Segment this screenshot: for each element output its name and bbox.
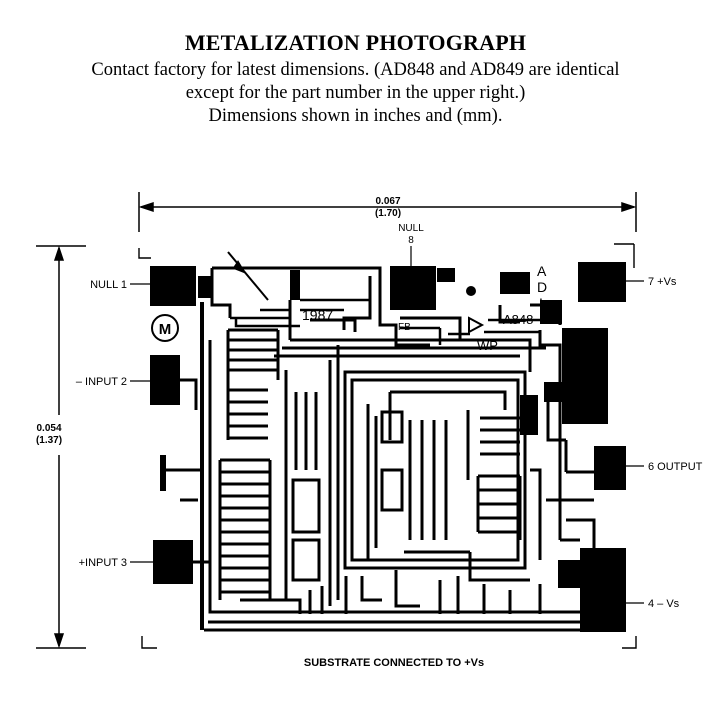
die-wp-marking: WP <box>477 338 498 353</box>
die-fb-marking: FB <box>398 322 411 333</box>
pin-minus-input-label: – INPUT 2 <box>76 376 127 388</box>
die-adi-i: I <box>539 295 543 311</box>
subtitle-line-1: Contact factory for latest dimensions. (… <box>91 60 620 80</box>
right-transistor-array <box>466 400 580 560</box>
height-dimension <box>36 245 86 649</box>
die-metal-layout: 1987 A848 FB WP A D I M <box>150 251 626 632</box>
pin-null-8-label: NULL <box>398 223 424 234</box>
width-mm-label: (1.70) <box>375 208 401 219</box>
pin-plus-vs-label: 7 +Vs <box>648 276 677 288</box>
subtitle-line-3: Dimensions shown in inches and (mm). <box>208 106 503 126</box>
substrate-note: SUBSTRATE CONNECTED TO +Vs <box>304 657 484 669</box>
die-logo-m: M <box>159 321 172 338</box>
width-dimension <box>138 192 637 232</box>
logo-circle <box>151 314 179 342</box>
pad-null-8 <box>390 266 436 310</box>
die-corner-marks <box>138 243 637 649</box>
die-adi-a: A <box>537 263 547 279</box>
probe-arrow-icon <box>227 251 269 301</box>
pin-output-label: 6 OUTPUT <box>648 461 703 473</box>
pad-plus-vs <box>578 262 626 302</box>
die-adi-d: D <box>537 279 547 295</box>
pad-plus-input <box>153 540 193 584</box>
page-title: METALIZATION PHOTOGRAPH <box>184 30 527 55</box>
pad-minus-input <box>150 355 180 405</box>
pad-output <box>594 446 626 490</box>
pin-null-8-number: 8 <box>408 235 414 246</box>
pin-null-1-label: NULL 1 <box>90 279 127 291</box>
left-transistor-array <box>218 328 302 614</box>
die-part-marking: A848 <box>503 312 533 327</box>
pin-minus-vs-label: 4 – Vs <box>648 598 680 610</box>
height-mm-label: (1.37) <box>36 435 62 446</box>
width-inches-label: 0.067 <box>375 196 400 207</box>
pin-plus-input-label: +INPUT 3 <box>79 557 127 569</box>
die-year-marking: 1987 <box>302 307 333 323</box>
subtitle-line-2: except for the part number in the upper … <box>185 83 526 103</box>
triangle-marking <box>468 316 485 334</box>
height-inches-label: 0.054 <box>36 423 61 434</box>
pad-null-1 <box>150 266 196 306</box>
